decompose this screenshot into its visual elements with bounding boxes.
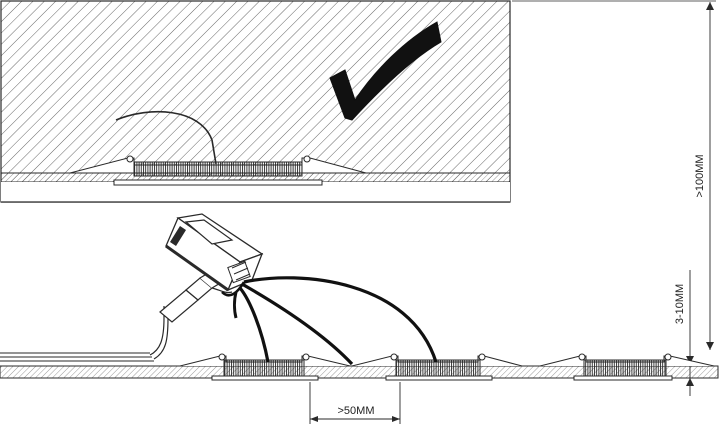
checkmark-icon xyxy=(329,21,442,121)
downlight-unit-1 xyxy=(179,353,351,381)
recessed-downlight-icon xyxy=(113,155,323,186)
downlight-unit-3 xyxy=(539,353,715,381)
height-dimension: >100MM xyxy=(512,0,716,350)
output-wires xyxy=(221,276,438,366)
ceiling-thickness-label: 3-10MM xyxy=(674,284,686,324)
height-clearance-label: >100MM xyxy=(694,154,706,197)
ceiling-section xyxy=(0,352,719,379)
power-cable xyxy=(149,306,165,356)
spacing-label: >50MM xyxy=(338,405,375,417)
inset-cable xyxy=(115,110,217,165)
led-driver-box-icon xyxy=(165,213,264,292)
connector-plug-icon xyxy=(159,271,233,323)
downlight-unit-2 xyxy=(351,353,523,381)
correct-installation-inset xyxy=(0,0,511,203)
spacing-dimension: >50MM xyxy=(309,382,401,424)
